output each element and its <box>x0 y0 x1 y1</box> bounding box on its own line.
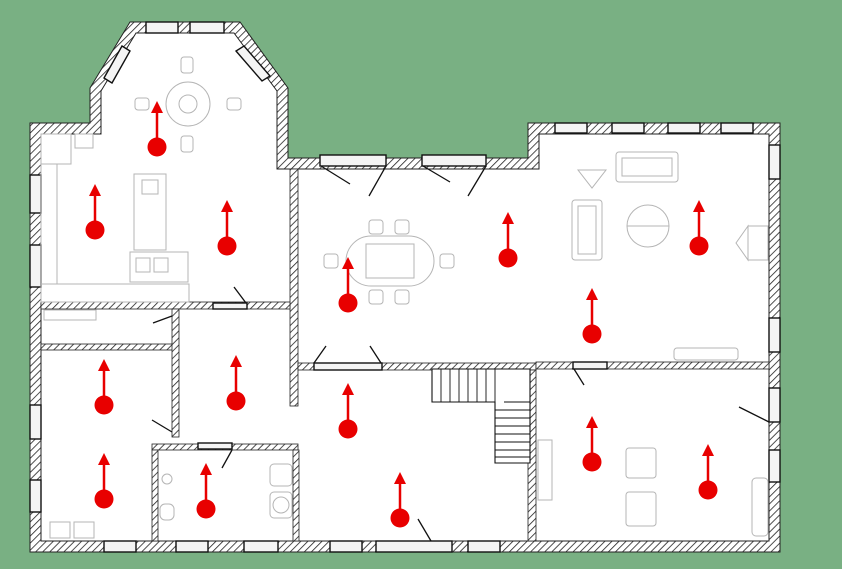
camera-markers <box>85 101 718 528</box>
marker-dot <box>338 419 358 439</box>
marker-living-area-lower[interactable] <box>582 288 602 344</box>
marker-dot <box>94 395 114 415</box>
window-icon <box>29 21 781 553</box>
marker-arrow-head <box>342 383 354 395</box>
round-table-icon <box>165 81 211 127</box>
marker-arrow-head <box>586 416 598 428</box>
marker-dot <box>582 324 602 344</box>
marker-dot <box>338 293 358 313</box>
marker-hall-left[interactable] <box>226 355 246 411</box>
stairs-icon <box>431 368 531 464</box>
floor-area <box>30 22 780 552</box>
bay-window-icon <box>103 45 272 84</box>
marker-dining-area[interactable] <box>338 257 358 313</box>
marker-dot <box>698 480 718 500</box>
marker-dot <box>217 236 237 256</box>
marker-dot <box>94 489 114 509</box>
marker-entrance-hall[interactable] <box>338 383 358 439</box>
marker-living-area-center[interactable] <box>498 212 518 268</box>
marker-arrow-head <box>98 453 110 465</box>
furniture <box>40 56 769 539</box>
sofa-icon <box>615 151 679 183</box>
marker-dot <box>85 220 105 240</box>
marker-arrow-head <box>98 359 110 371</box>
marker-arrow-head <box>342 257 354 269</box>
marker-arrow-head <box>221 200 233 212</box>
marker-kitchen-right[interactable] <box>217 200 237 256</box>
marker-kitchen-left[interactable] <box>85 184 105 240</box>
marker-lower-hall[interactable] <box>390 472 410 528</box>
marker-dot <box>498 248 518 268</box>
marker-dot <box>689 236 709 256</box>
marker-bedroom-right-a[interactable] <box>582 416 602 472</box>
marker-living-area-right[interactable] <box>689 200 709 256</box>
marker-bedroom-left[interactable] <box>94 359 114 415</box>
marker-bedroom-right-b[interactable] <box>698 444 718 500</box>
marker-dot <box>196 499 216 519</box>
marker-arrow-head <box>394 472 406 484</box>
marker-arrow-head <box>151 101 163 113</box>
door-swing-icon <box>151 165 770 542</box>
marker-arrow-head <box>586 288 598 300</box>
marker-dot <box>390 508 410 528</box>
marker-arrow-head <box>693 200 705 212</box>
marker-bathroom[interactable] <box>196 463 216 519</box>
marker-arrow-head <box>89 184 101 196</box>
marker-arrow-head <box>230 355 242 367</box>
marker-arrow-head <box>200 463 212 475</box>
marker-arrow-head <box>702 444 714 456</box>
marker-bedroom-lower-left[interactable] <box>94 453 114 509</box>
marker-dot <box>226 391 246 411</box>
marker-arrow-head <box>502 212 514 224</box>
marker-octagonal-bay-room[interactable] <box>147 101 167 157</box>
marker-dot <box>582 452 602 472</box>
marker-dot <box>147 137 167 157</box>
